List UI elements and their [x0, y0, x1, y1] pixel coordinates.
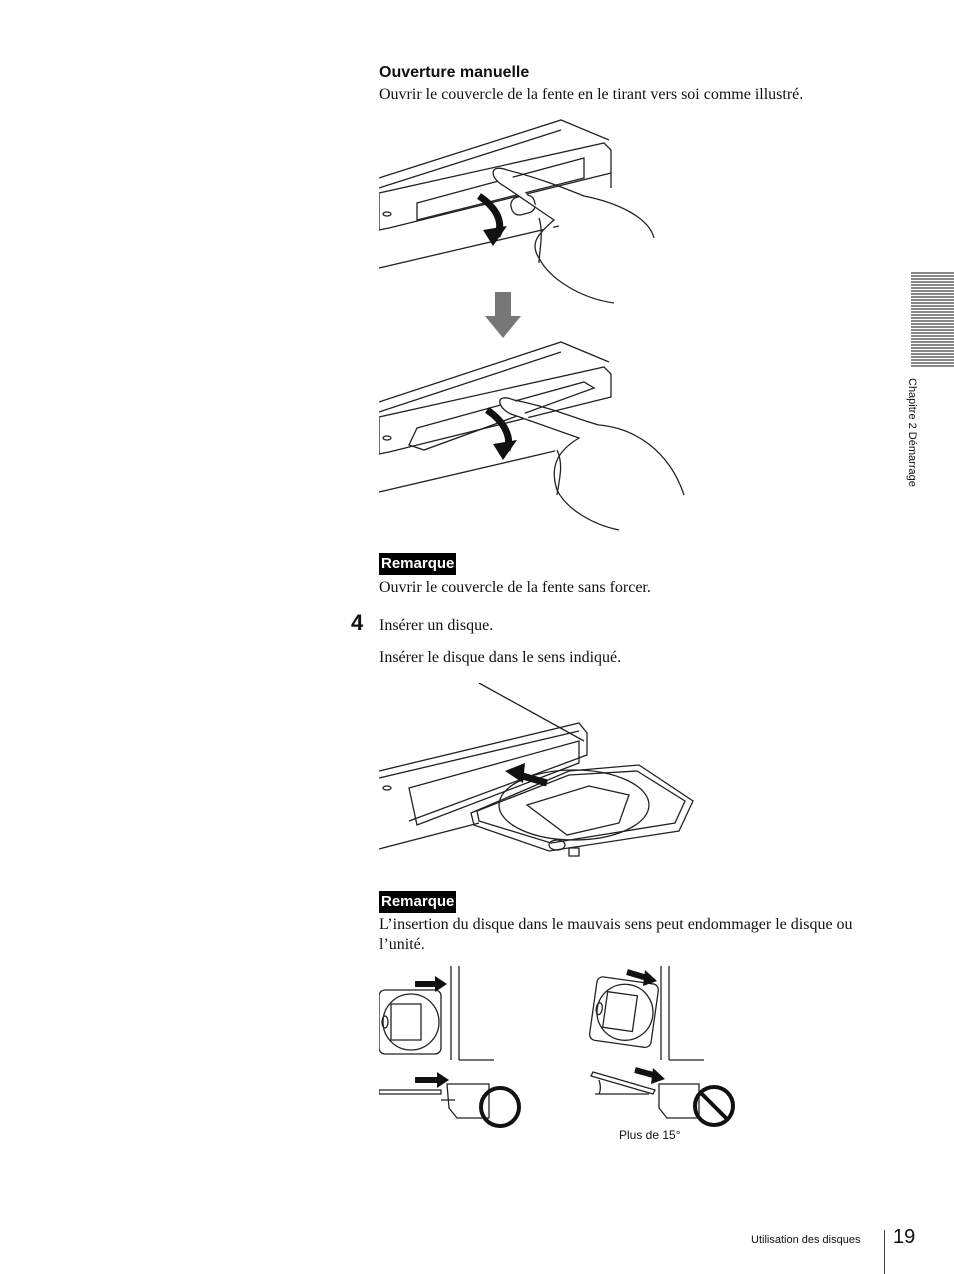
- wrong-angle-illustration: [589, 1064, 739, 1128]
- chapter-tab-marker: [911, 272, 954, 368]
- note-label: Remarque: [379, 553, 457, 575]
- slot-cover-open-illustration: [379, 340, 689, 535]
- prohibited-icon: [695, 1087, 733, 1125]
- slot-cover-closed-illustration: [379, 118, 659, 308]
- note-text-2: L’insertion du disque dans le mauvais se…: [379, 916, 853, 953]
- step-title: Insérer un disque.: [379, 617, 494, 634]
- step-number: 4: [351, 610, 364, 635]
- page-number: 19: [893, 1226, 916, 1248]
- section-heading: Ouverture manuelle: [379, 64, 530, 81]
- step-text: Insérer le disque dans le sens indiqué.: [379, 649, 622, 666]
- disc-insertion-illustration: [379, 683, 699, 863]
- down-arrow-icon: [485, 292, 521, 338]
- wrong-orientation-illustration: [589, 966, 709, 1062]
- note-label-2: Remarque: [379, 891, 457, 913]
- chapter-tab-label: Chapitre 2 Démarrage: [906, 378, 918, 487]
- footer-divider: [884, 1230, 885, 1274]
- angle-caption: Plus de 15°: [619, 1128, 681, 1142]
- instruction-text: Ouvrir le couvercle de la fente en le ti…: [379, 86, 804, 103]
- footer-section-title: Utilisation des disques: [751, 1234, 861, 1246]
- ok-circle-icon: [481, 1088, 519, 1126]
- note-text: Ouvrir le couvercle de la fente sans for…: [379, 579, 651, 596]
- correct-angle-illustration: [379, 1072, 524, 1128]
- correct-orientation-illustration: [379, 966, 499, 1062]
